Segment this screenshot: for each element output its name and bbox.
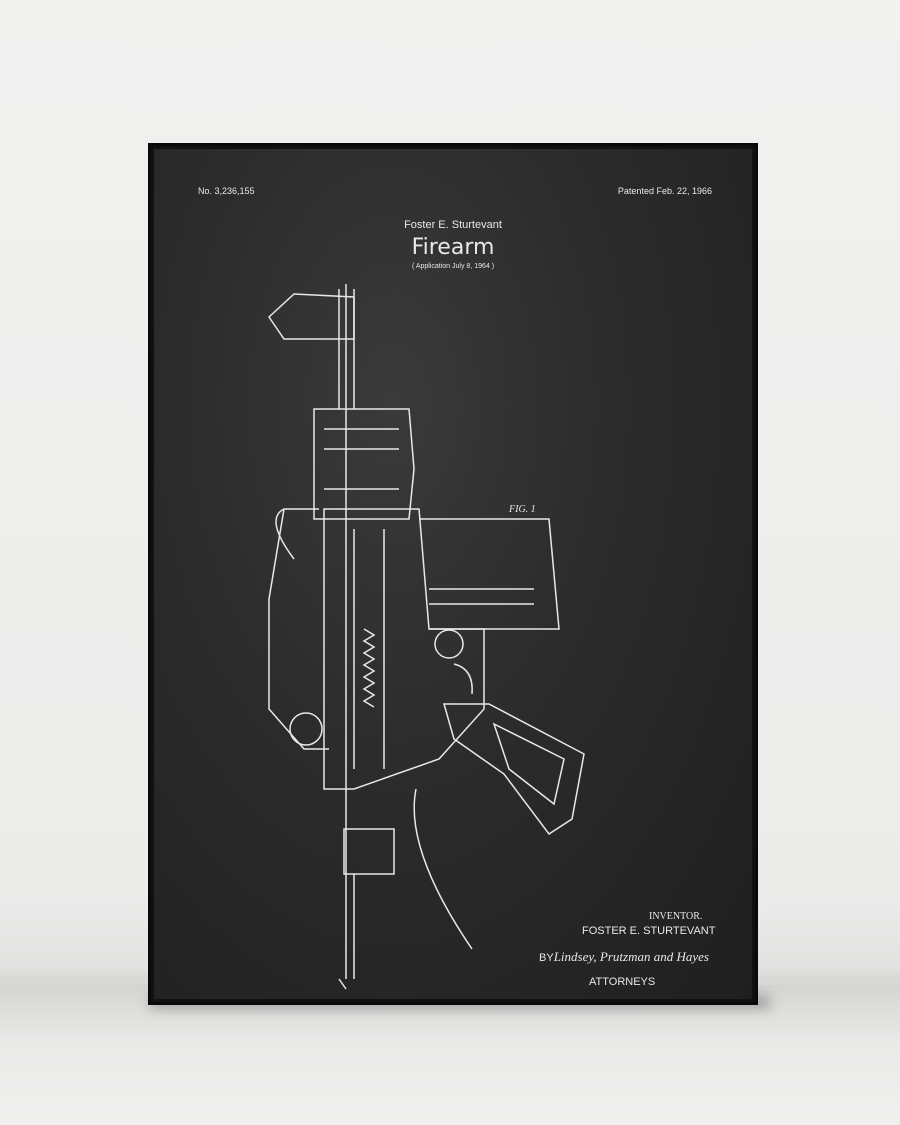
inventor-header: Foster E. Sturtevant [404,219,502,231]
carry-handle [268,508,329,750]
inventor-name: FOSTER E. STURTEVANT [582,925,716,937]
receiver [323,508,485,790]
trigger-pivot [434,629,464,659]
attorneys-line: BYLindsey, Prutzman and Hayes [539,949,709,965]
patent-poster-frame: No. 3,236,155 Patented Feb. 22, 1966 Fos… [148,143,758,1005]
front-sight [268,293,355,340]
patent-number: No. 3,236,155 [198,186,255,196]
figure-label: FIG. 1 [509,504,536,515]
handguard [313,408,415,520]
pistol-grip [443,703,585,836]
trigger-guard-rod [413,788,473,950]
inventor-label: INVENTOR. [649,911,703,922]
rifle-drawing [268,284,585,990]
spring [362,628,376,708]
attorneys-label: ATTORNEYS [589,976,656,988]
chalkboard-background: No. 3,236,155 Patented Feb. 22, 1966 Fos… [154,149,752,999]
poster-title: Firearm [411,235,495,260]
barrel [338,284,355,979]
floor [0,985,900,1125]
attorneys-signature: Lindsey, Prutzman and Hayes [553,949,709,964]
patent-date: Patented Feb. 22, 1966 [617,186,712,196]
application-date: ( Application July 8, 1964 ) [411,263,495,270]
lower-barrel [338,828,395,990]
buttstock-plate [289,712,323,746]
by-label: BY [539,952,554,964]
magazine [419,518,560,630]
trigger [453,663,473,695]
